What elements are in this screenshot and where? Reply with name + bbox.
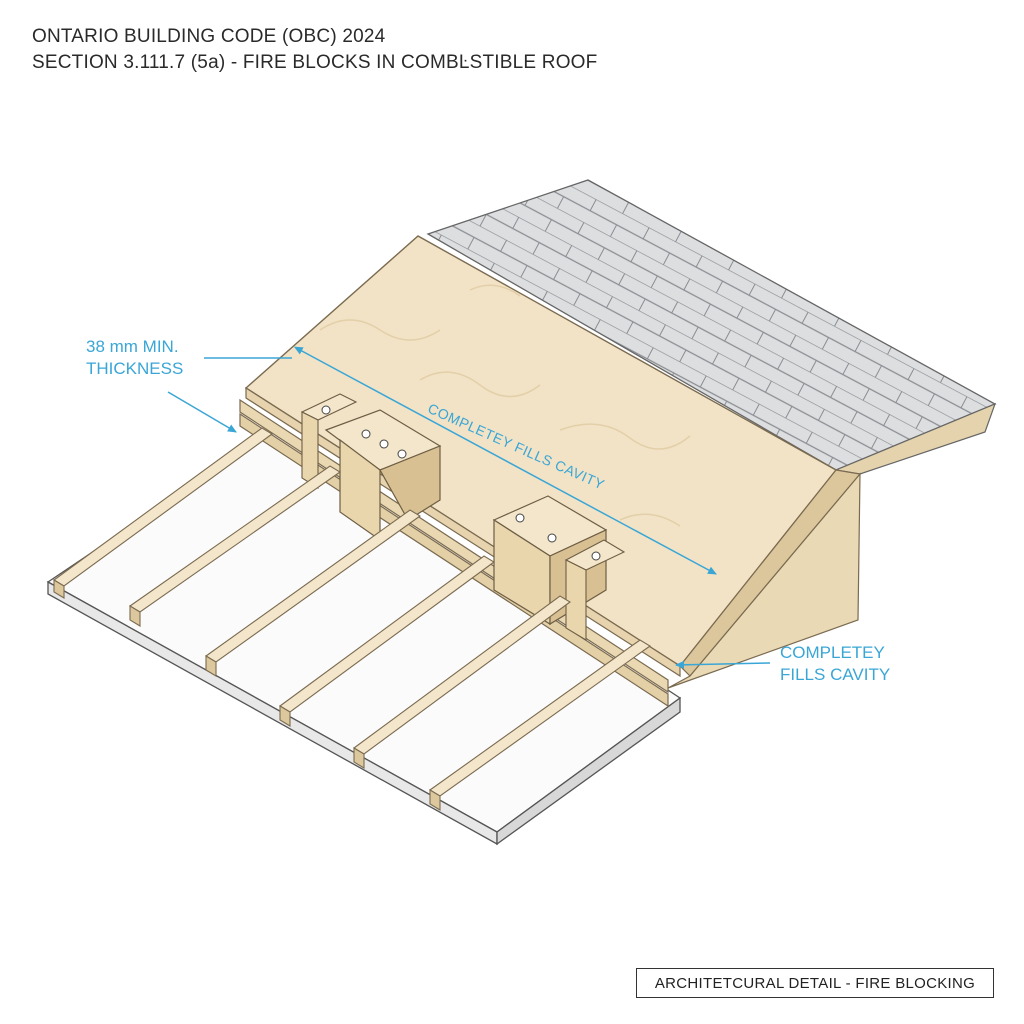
joist-5 — [353, 595, 571, 769]
fills-cavity-callout: COMPLETEY FILLS CAVITY — [780, 642, 890, 686]
thickness-callout-line-1: 38 mm MIN. — [86, 337, 179, 356]
fills-cavity-callout-line-2: FILLS CAVITY — [780, 665, 891, 684]
thickness-leader-2 — [167, 391, 237, 433]
annotation-lines — [167, 346, 771, 669]
title-line-2: SECTION 3.111.7 (5a) - FIRE BLOCKS IN CO… — [32, 52, 598, 73]
title-line-1: ONTARIO BUILDING CODE (OBC) 2024 — [32, 26, 386, 47]
thickness-callout: 38 mm MIN. THICKNESS — [86, 336, 183, 380]
joist-1 — [53, 427, 273, 599]
fills-cavity-callout-line-1: COMPLETEY — [780, 643, 885, 662]
thickness-callout-line-2: THICKNESS — [86, 359, 184, 378]
fills-cavity-dimension — [293, 346, 717, 575]
drawing-caption: ARCHITETCURAL DETAIL - FIRE BLOCKING — [636, 968, 994, 998]
joist-6 — [428, 639, 652, 811]
fills-cavity-leader — [675, 660, 771, 669]
